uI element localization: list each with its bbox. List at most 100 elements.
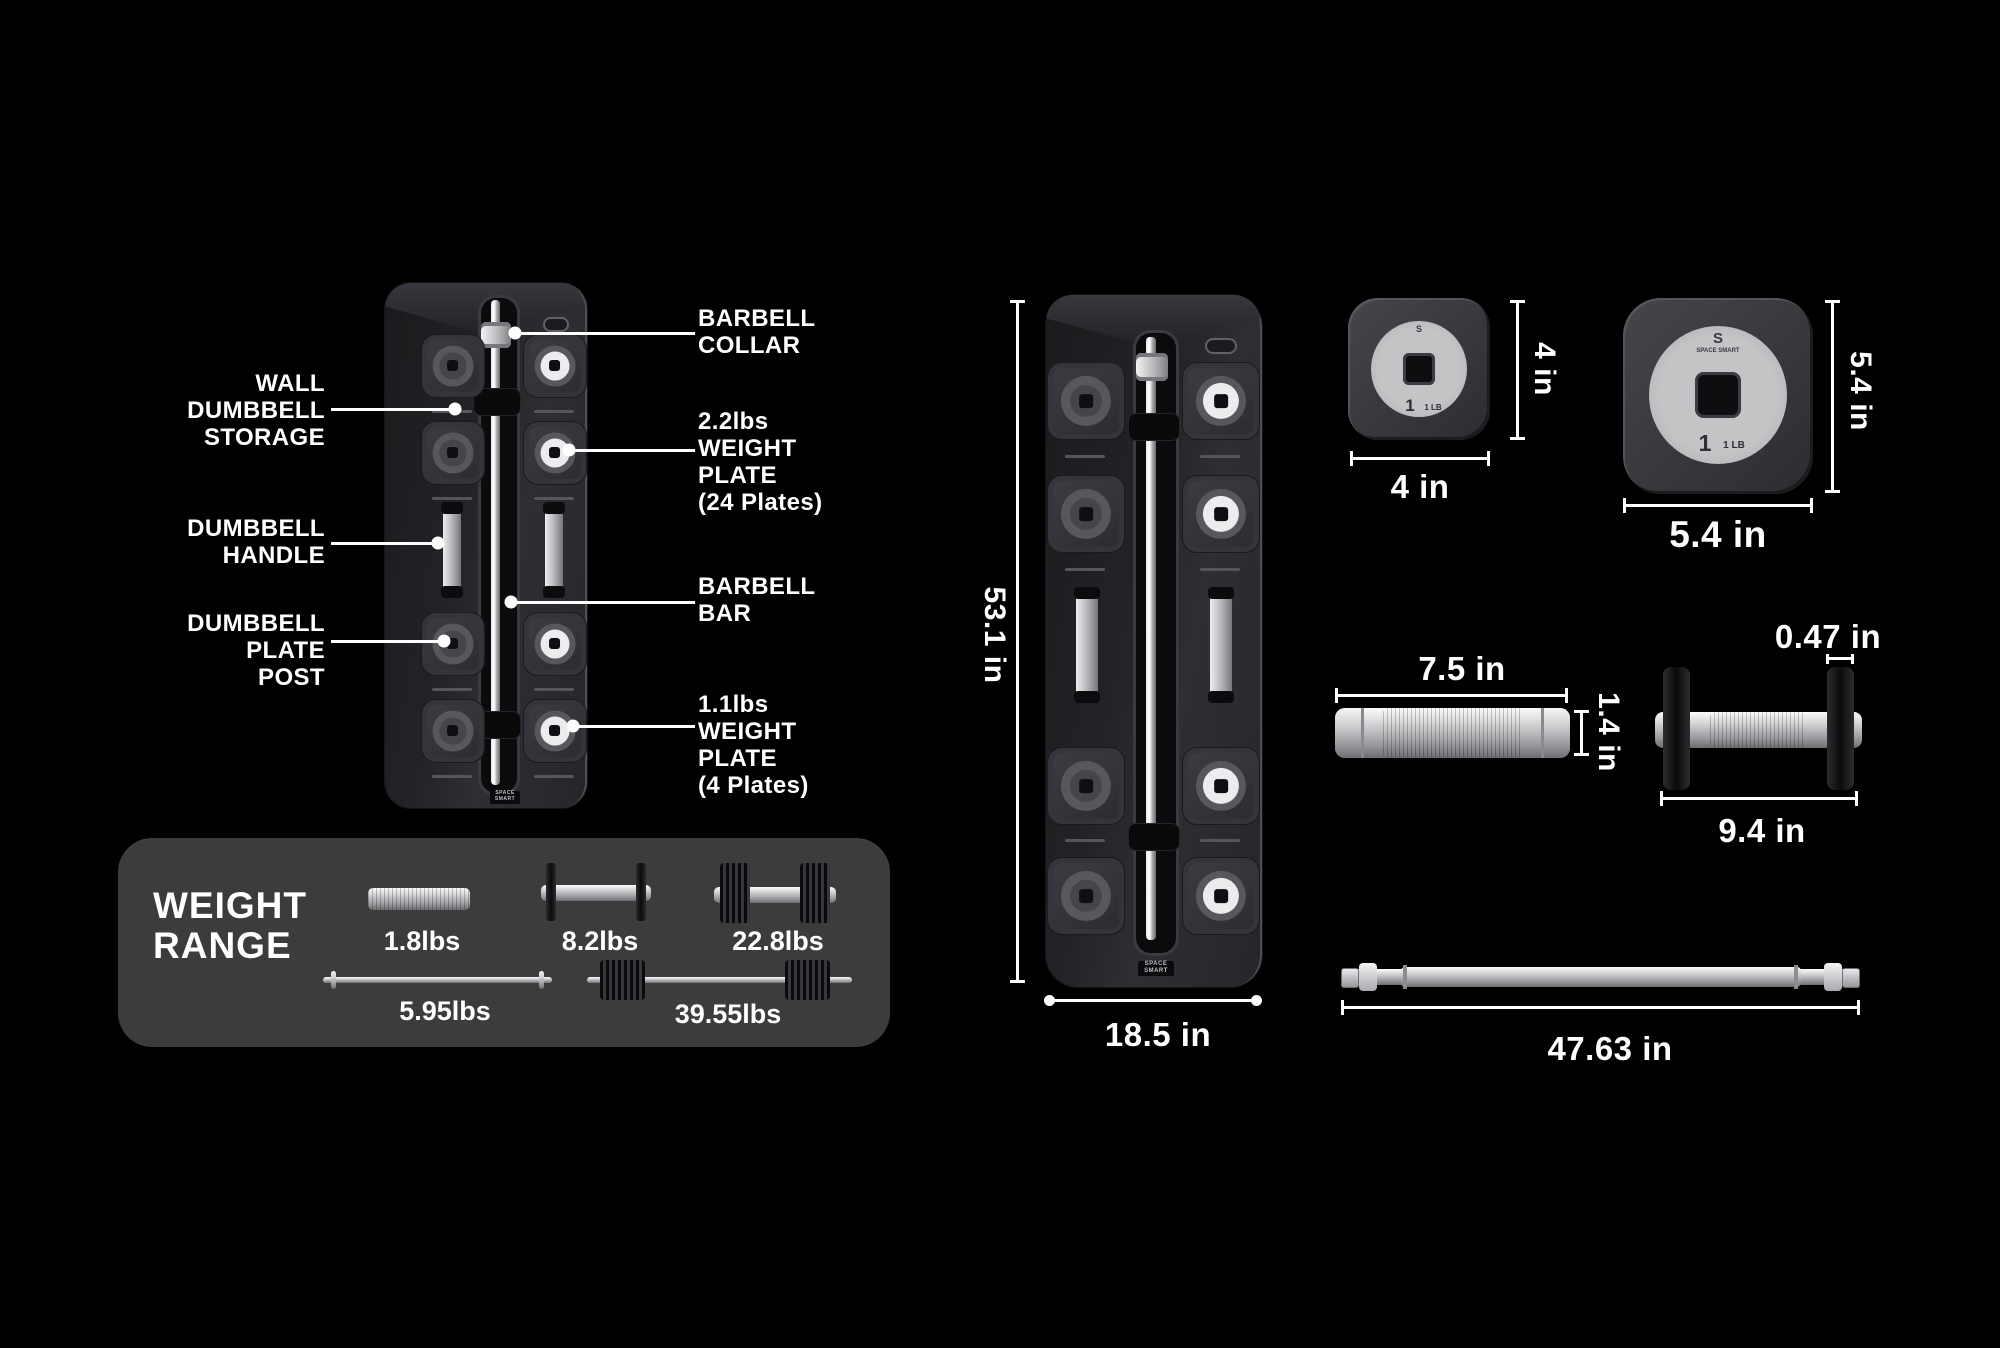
plate-pod [1182,747,1260,825]
dimension-line-small-plate-height [1510,300,1525,440]
stored-barbell-bar [1146,337,1156,940]
plate-pod [523,612,587,676]
top-slot [1205,338,1237,354]
handle-end-cap [1541,708,1570,758]
bar-end-cap [1341,968,1359,988]
leader-line [521,332,695,335]
dimension-label-large-plate-height: 5.4 in [1844,351,1877,431]
title-line: WEIGHT [153,885,307,926]
dimension-label-small-plate-width: 4 in [1390,468,1450,505]
knurl-ring [1794,965,1798,989]
handle-image [368,888,470,910]
brand-badge: SPACE SMART [490,790,520,804]
barbell-bar-image [1341,959,1860,995]
divider [534,410,574,413]
leader-dot [566,719,580,733]
weight-range-panel: WEIGHT RANGE 1.8lbs 8.2lbs 22.8lbs 5.95l… [118,838,890,1047]
knurl-texture [368,888,470,910]
divider [534,497,574,500]
dimension-label-plate-thickness: 0.47 in [1774,618,1882,655]
stored-plate [1060,488,1112,540]
weight-label-loaded-barbell: 39.55lbs [674,999,782,1029]
divider [1065,455,1105,458]
leader-dot [504,595,518,609]
plate-hole [1695,372,1741,418]
handle-end-cap [1335,708,1364,758]
small-dumbbell-plate [636,863,646,921]
callout-line: HANDLE [222,542,325,569]
callout-line: PLATE [698,745,777,772]
bar-clamp-lower [1128,823,1180,851]
knurl-ring [1403,965,1407,989]
stored-plate [432,710,474,752]
stored-plate [534,345,576,387]
plate-pod [523,421,587,485]
callout-dumbbell-handle: DUMBBELL HANDLE [120,515,325,569]
callout-wall-storage: WALL DUMBBELL STORAGE [120,370,325,451]
badge-line: SPACE [1144,961,1168,967]
spinlock-collar [1824,963,1842,991]
callout-weight-plate-11: 1.1lbs WEIGHT PLATE (4 Plates) [698,691,809,799]
dimension-label-unit-width: 18.5 in [1104,1016,1212,1053]
dimension-line-small-plate-width [1350,451,1490,466]
spinlock-collar [1359,963,1377,991]
plate-pod [421,699,485,763]
bar-collar-mark [331,971,336,989]
callout-line: BARBELL [698,573,816,600]
leader-line [331,640,441,643]
plate-pod [1182,362,1260,440]
divider [1200,839,1240,842]
barbell-plate [785,960,830,1000]
dimension-label-dumbbell-length: 9.4 in [1718,812,1806,849]
barbell-collar [481,322,511,348]
plate-pod [421,334,485,398]
weight-label-bar: 5.95lbs [399,996,491,1026]
stored-plate [1195,870,1247,922]
stored-dumbbell-handle [543,502,565,598]
plate-weight-unit: 1 LB [1424,403,1442,412]
weight-plate-large: S SPACE SMART 1 1 LB [1623,298,1813,494]
weight-range-title: WEIGHT RANGE [153,886,307,966]
plate-pod [421,612,485,676]
divider [1200,568,1240,571]
callout-plate-post: DUMBBELL PLATE POST [120,610,325,691]
callout-line: BAR [698,600,752,627]
leader-dot [437,634,451,648]
callout-line: DUMBBELL [187,397,325,424]
plate-brand-name: SPACE SMART [1696,348,1740,354]
callout-weight-plate-22: 2.2lbs WEIGHT PLATE (24 Plates) [698,408,822,516]
loaded-barbell-bar [587,977,852,983]
leader-dot [562,443,576,457]
callout-line: PLATE [246,637,325,664]
leader-dot [448,402,462,416]
weight-plate-small: S 1 1 LB [1348,298,1490,440]
plate-pod [1182,475,1260,553]
dimension-label-handle-diameter: 1.4 in [1592,692,1625,772]
bar-clamp-upper [1128,413,1180,441]
dimension-line-handle-diameter [1574,710,1589,756]
stored-dumbbell-handle [441,502,463,598]
callout-line: PLATE [698,462,777,489]
dimension-label-handle-length: 7.5 in [1418,650,1506,687]
small-dumbbell-bar [541,885,651,901]
callout-line: BARBELL [698,305,816,332]
callout-line: (4 Plates) [698,772,809,799]
callout-line: 2.2lbs [698,408,769,435]
bar-collar-mark [539,971,544,989]
storage-unit-dimensioned: SPACE SMART [1046,295,1262,987]
large-dumbbell-plate [800,863,830,923]
plate-brand-mark: S [1415,324,1422,334]
leader-line [331,408,452,411]
divider [534,688,574,691]
plate-brand-mark: S [1712,330,1723,347]
leader-dot [508,326,522,340]
leader-line [579,725,695,728]
plate-pod [1047,362,1125,440]
callout-barbell-bar: BARBELL BAR [698,573,815,627]
plate-pod [1047,747,1125,825]
dimension-line-plate-thickness [1826,654,1854,664]
callout-line: COLLAR [698,332,801,359]
callout-line: STORAGE [203,424,325,451]
stored-plate [1060,375,1112,427]
dimension-label-barbell-length: 47.63 in [1547,1030,1673,1067]
